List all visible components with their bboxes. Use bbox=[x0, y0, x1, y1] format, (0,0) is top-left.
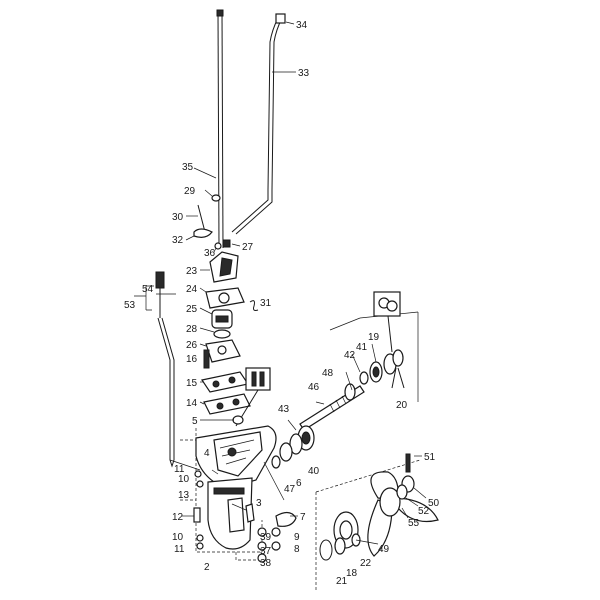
callout: 29 bbox=[184, 186, 196, 197]
side-shift-rod bbox=[155, 271, 175, 468]
pin-42 bbox=[359, 371, 369, 385]
callout: 3 bbox=[256, 498, 262, 509]
callout: 52 bbox=[418, 506, 430, 517]
callout: 40 bbox=[308, 466, 320, 477]
callout: 48 bbox=[322, 368, 334, 379]
callout: 14 bbox=[186, 398, 198, 409]
callout: 53 bbox=[124, 300, 136, 311]
bearing-40 bbox=[289, 433, 303, 455]
screw-12 bbox=[193, 507, 201, 523]
washer-20 bbox=[392, 349, 404, 367]
bolt-16 bbox=[203, 349, 210, 369]
callout: 33 bbox=[298, 68, 310, 79]
washer-38 bbox=[257, 553, 267, 563]
leader-lines bbox=[156, 21, 427, 545]
bolt-27 bbox=[222, 239, 231, 248]
callout: 26 bbox=[186, 340, 198, 351]
callout: 25 bbox=[186, 304, 198, 315]
callout: 19 bbox=[368, 332, 380, 343]
callout: 13 bbox=[178, 490, 190, 501]
callout: 6 bbox=[296, 478, 302, 489]
callout: 10 bbox=[172, 532, 184, 543]
callout-labels: 34 33 35 29 30 32 36 27 23 24 31 25 28 2… bbox=[124, 20, 440, 587]
callout: 5 bbox=[192, 416, 198, 427]
callout: 11 bbox=[174, 464, 185, 475]
washer-9 bbox=[271, 527, 281, 537]
callout: 20 bbox=[396, 400, 408, 411]
callout: 47 bbox=[284, 484, 296, 495]
circlip-21 bbox=[319, 539, 333, 561]
propeller-55 bbox=[367, 471, 439, 557]
callout: 43 bbox=[278, 404, 290, 415]
seal-5 bbox=[232, 415, 244, 425]
nut-34 bbox=[275, 13, 286, 24]
callout: 50 bbox=[428, 498, 440, 509]
screw-8 bbox=[271, 541, 281, 551]
callout: 2 bbox=[204, 562, 210, 573]
clutch-46 bbox=[344, 383, 356, 401]
callout: 8 bbox=[294, 544, 300, 555]
callout: 35 bbox=[182, 162, 194, 173]
washer-52 bbox=[396, 484, 408, 500]
gear-6 bbox=[279, 442, 293, 462]
callout: 4 bbox=[204, 448, 210, 459]
spring-28 bbox=[213, 329, 231, 339]
callout: 34 bbox=[296, 20, 308, 31]
washer-36 bbox=[214, 242, 222, 250]
callout: 38 bbox=[260, 558, 272, 569]
washer-47 bbox=[271, 455, 281, 469]
plate-14 bbox=[203, 393, 251, 415]
callout: 39 bbox=[260, 532, 272, 543]
callout: 15 bbox=[186, 378, 198, 389]
washer-37 bbox=[257, 541, 267, 551]
callout: 41 bbox=[356, 342, 368, 353]
washer-39 bbox=[257, 527, 267, 537]
cover-7 bbox=[275, 511, 297, 527]
gasket-10 bbox=[196, 480, 204, 488]
callout: 24 bbox=[186, 284, 198, 295]
callout: 54 bbox=[142, 284, 154, 295]
clip-29 bbox=[211, 194, 221, 202]
callout: 31 bbox=[260, 298, 272, 309]
gasket-10b bbox=[196, 534, 204, 542]
pin-3 bbox=[245, 503, 255, 523]
bent-shift-rod bbox=[231, 13, 286, 235]
cotter-pin-51 bbox=[405, 453, 411, 473]
callout: 46 bbox=[308, 382, 320, 393]
callout: 16 bbox=[186, 354, 198, 365]
callout: 18 bbox=[346, 568, 358, 579]
callout: 7 bbox=[300, 512, 306, 523]
shift-housing-23 bbox=[209, 251, 239, 283]
plug-11 bbox=[194, 470, 202, 478]
gear-housing bbox=[180, 425, 277, 561]
callout: 10 bbox=[178, 474, 190, 485]
plate-15 bbox=[201, 371, 249, 393]
pin-30 bbox=[197, 204, 206, 233]
callout: 11 bbox=[174, 544, 185, 555]
callout: 37 bbox=[260, 546, 272, 557]
callout: 23 bbox=[186, 266, 198, 277]
link-32 bbox=[193, 228, 213, 238]
callout: 27 bbox=[242, 242, 254, 253]
rod-bracket-53 bbox=[134, 285, 154, 311]
callout: 21 bbox=[336, 576, 348, 587]
callout: 12 bbox=[172, 512, 184, 523]
shift-rod bbox=[216, 9, 224, 249]
seal-18 bbox=[334, 537, 346, 555]
callout: 36 bbox=[204, 248, 216, 259]
callout: 51 bbox=[424, 452, 436, 463]
spring-31 bbox=[249, 300, 259, 311]
callout: 30 bbox=[172, 212, 184, 223]
callout: 49 bbox=[378, 544, 390, 555]
callout: 9 bbox=[294, 532, 300, 543]
callout: 22 bbox=[360, 558, 372, 569]
callout: 28 bbox=[186, 324, 198, 335]
callout: 42 bbox=[344, 350, 356, 361]
plug-11b bbox=[196, 542, 204, 550]
packing-kit-box bbox=[245, 367, 271, 391]
callout: 55 bbox=[408, 518, 420, 529]
callout: 32 bbox=[172, 235, 184, 246]
